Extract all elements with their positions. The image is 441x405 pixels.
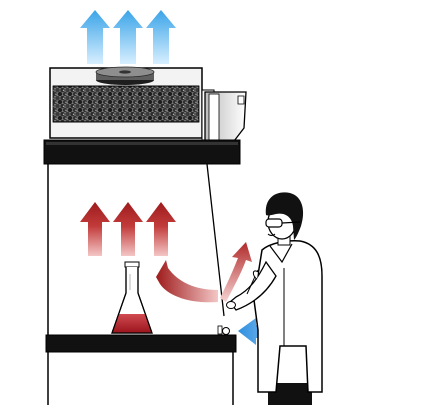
curved-arrow-escape xyxy=(220,242,252,302)
exhaust-arrow-1 xyxy=(80,10,110,64)
airfoil-fitting xyxy=(217,325,230,335)
filter-icon xyxy=(52,85,200,123)
exhaust-arrow-3 xyxy=(146,10,176,64)
contaminated-arrow-3 xyxy=(146,202,176,256)
work-surface xyxy=(45,334,237,353)
contaminated-arrow-1 xyxy=(80,202,110,256)
scientist-figure xyxy=(226,192,323,405)
curved-arrow-inward xyxy=(156,260,218,303)
contaminated-arrow-2 xyxy=(113,202,143,256)
contaminated-air-arrows xyxy=(80,202,176,256)
flask-icon xyxy=(111,261,153,334)
exhaust-arrows xyxy=(80,10,176,64)
hood-sash-glass xyxy=(206,163,225,317)
fan-icon xyxy=(95,66,155,85)
exhaust-arrow-2 xyxy=(113,10,143,64)
